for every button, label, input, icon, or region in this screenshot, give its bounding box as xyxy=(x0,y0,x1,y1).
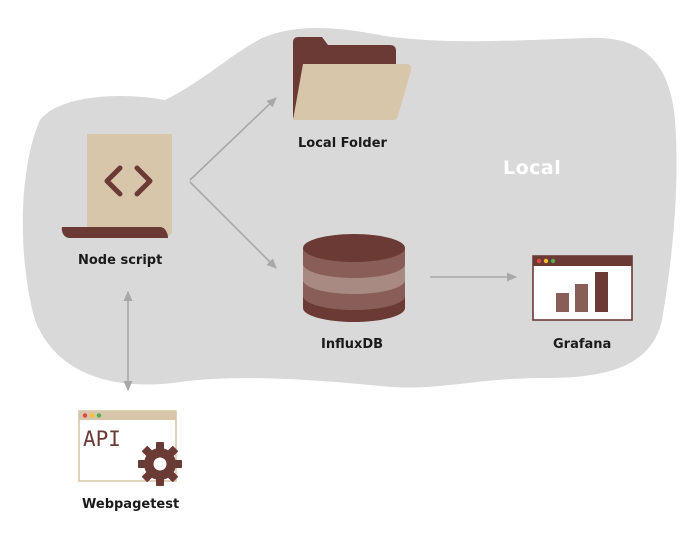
arrow-node-to-influxdb xyxy=(189,181,277,269)
local-region-label: Local xyxy=(503,157,562,179)
gear-icon xyxy=(138,442,182,486)
arrow-node-to-folder xyxy=(189,97,277,181)
api-window-gear-icon: API xyxy=(78,410,182,486)
influxdb-label: InfluxDB xyxy=(321,337,384,352)
database-icon xyxy=(303,234,405,322)
grafana-label: Grafana xyxy=(553,337,612,352)
folder-icon xyxy=(293,37,412,120)
api-window-text: API xyxy=(83,427,121,451)
local-region xyxy=(22,27,677,388)
webpagetest-label: Webpagetest xyxy=(82,497,180,512)
code-document-icon xyxy=(61,134,172,238)
local-folder-label: Local Folder xyxy=(298,136,387,151)
node-script-label: Node script xyxy=(78,253,163,268)
bar-chart-window-icon xyxy=(532,255,633,321)
